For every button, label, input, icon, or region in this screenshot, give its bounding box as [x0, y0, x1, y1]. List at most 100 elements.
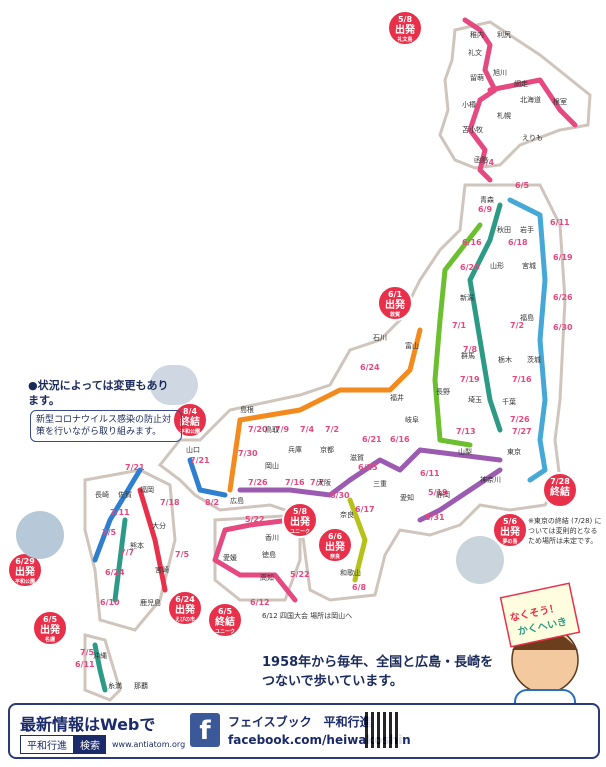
place-label: 栃木	[498, 355, 512, 364]
route-okinawa	[92, 642, 108, 693]
place-label: 福岡	[140, 485, 154, 494]
date-label: 7/5	[80, 648, 94, 657]
route-nara	[347, 497, 368, 583]
badge-text: ユニーク	[290, 528, 310, 535]
date-label: 6/11	[75, 660, 95, 669]
place-label: 小樽	[462, 100, 476, 109]
slogan: 1958年から毎年、全国と広島・長崎をつないで歩いています。	[262, 655, 494, 689]
place-label: 鹿児島	[140, 598, 161, 607]
place-label: 網走	[514, 79, 528, 88]
badge-circle	[387, 10, 423, 46]
hokkaido-region	[438, 20, 592, 170]
place-label: 留萌	[470, 73, 484, 82]
date-label: 6/19	[553, 253, 573, 262]
place-label: 秋田	[497, 225, 511, 234]
badge-circle	[492, 512, 528, 548]
route-sanyo-blue	[187, 457, 228, 498]
date-label: 6/30	[330, 491, 350, 500]
badge-text: 7/28	[550, 477, 570, 486]
date-label: 7/8	[463, 345, 477, 354]
search-button[interactable]: 検索	[74, 735, 106, 754]
date-label: 6/21	[362, 435, 382, 444]
place-label: 札幌	[497, 111, 511, 120]
route-kyushu-teal	[112, 517, 128, 603]
place-label: えりも	[522, 134, 543, 142]
place-label: 群馬	[461, 351, 475, 360]
badge-text: 平和公園	[15, 578, 35, 585]
badge-circle	[282, 502, 318, 538]
place-label: 香川	[265, 533, 279, 542]
place-label: 熊本	[130, 541, 144, 550]
date-label: 6/18	[508, 238, 528, 247]
place-label: 沖縄	[93, 651, 107, 660]
place-label: 山口	[186, 445, 200, 454]
place-label: 岩手	[520, 225, 534, 234]
date-label: 5/22	[245, 515, 265, 524]
date-label: 6/11	[420, 469, 440, 478]
date-label: 7/21	[190, 456, 210, 465]
badge-text: 8/4	[183, 407, 197, 416]
place-labels: 稚内利尻礼文留萌旭川網走北海道根室小樽札幌えりも苫小牧函館青森秋田岩手山形宮城新…	[93, 30, 567, 690]
place-label: 三重	[373, 480, 387, 488]
badge-text: 出発	[385, 298, 406, 311]
place-label: 島根	[240, 405, 254, 414]
badge-text: 奈良	[329, 553, 340, 560]
badge-text: 終結	[215, 615, 235, 628]
shikoku-note: 6/12 四国大会 場所は岡山へ	[262, 611, 352, 620]
site-url[interactable]: www.antiatom.org	[112, 740, 186, 749]
date-label: 7/1	[452, 321, 466, 330]
place-label: 和歌山	[340, 568, 361, 577]
ship-photo	[456, 536, 504, 584]
footer-info: 最新情報はWebで 平和行進 検索 www.antiatom.org f フェイ…	[8, 703, 600, 759]
place-label: 苫小牧	[462, 125, 483, 134]
place-label: 長崎	[95, 490, 109, 499]
date-label: 8/2	[205, 498, 219, 507]
date-label: 6/25	[358, 463, 378, 472]
place-label: 京都	[320, 445, 334, 454]
badge-text: 6/5	[43, 615, 57, 624]
date-label: 6/17	[355, 505, 375, 514]
facebook-icon[interactable]: f	[190, 713, 220, 747]
badge-circle	[317, 527, 353, 563]
date-label: 7/7	[120, 548, 134, 557]
badge-text: 出発	[395, 23, 416, 36]
date-label: 6/30	[553, 323, 573, 332]
place-label: 那覇	[134, 682, 148, 690]
place-label: 新潟	[460, 293, 474, 302]
date-label: 7/11	[110, 508, 130, 517]
date-label: 6/16	[390, 435, 410, 444]
date-label: 6/5	[515, 181, 529, 190]
place-label: 石川	[373, 334, 387, 342]
date-label: 7/27	[512, 427, 532, 436]
place-label: 兵庫	[288, 445, 302, 454]
route-kyushu-south	[137, 487, 168, 593]
place-label: 大阪	[317, 478, 331, 487]
date-label: 5/31	[425, 513, 445, 522]
badge-circle	[167, 590, 203, 626]
date-label: 6/9	[478, 205, 492, 214]
route-tokai	[417, 467, 503, 523]
statue-photo	[16, 511, 64, 559]
badge-text: 出発	[500, 525, 521, 538]
date-label: 7/4	[300, 425, 314, 434]
route-tsuruga-west	[227, 327, 423, 493]
date-label: 7/2	[510, 321, 524, 330]
badge-circle	[377, 285, 413, 321]
date-label: 7/30	[238, 449, 258, 458]
date-label: 7/2	[325, 425, 339, 434]
date-label: 6/4	[480, 158, 494, 167]
facebook-url[interactable]: facebook.com/heiwakoshin	[228, 733, 411, 747]
badge-text: ユニーク	[215, 628, 235, 635]
routes	[92, 17, 578, 693]
search-input[interactable]: 平和行進	[20, 735, 74, 754]
date-label: 7/21	[125, 463, 145, 472]
qr-code[interactable]	[365, 712, 401, 748]
badge-text: 終結	[180, 415, 200, 428]
date-label: 6/16	[462, 238, 482, 247]
date-label: 7/20	[248, 425, 268, 434]
route-kinki-purple	[237, 447, 503, 498]
